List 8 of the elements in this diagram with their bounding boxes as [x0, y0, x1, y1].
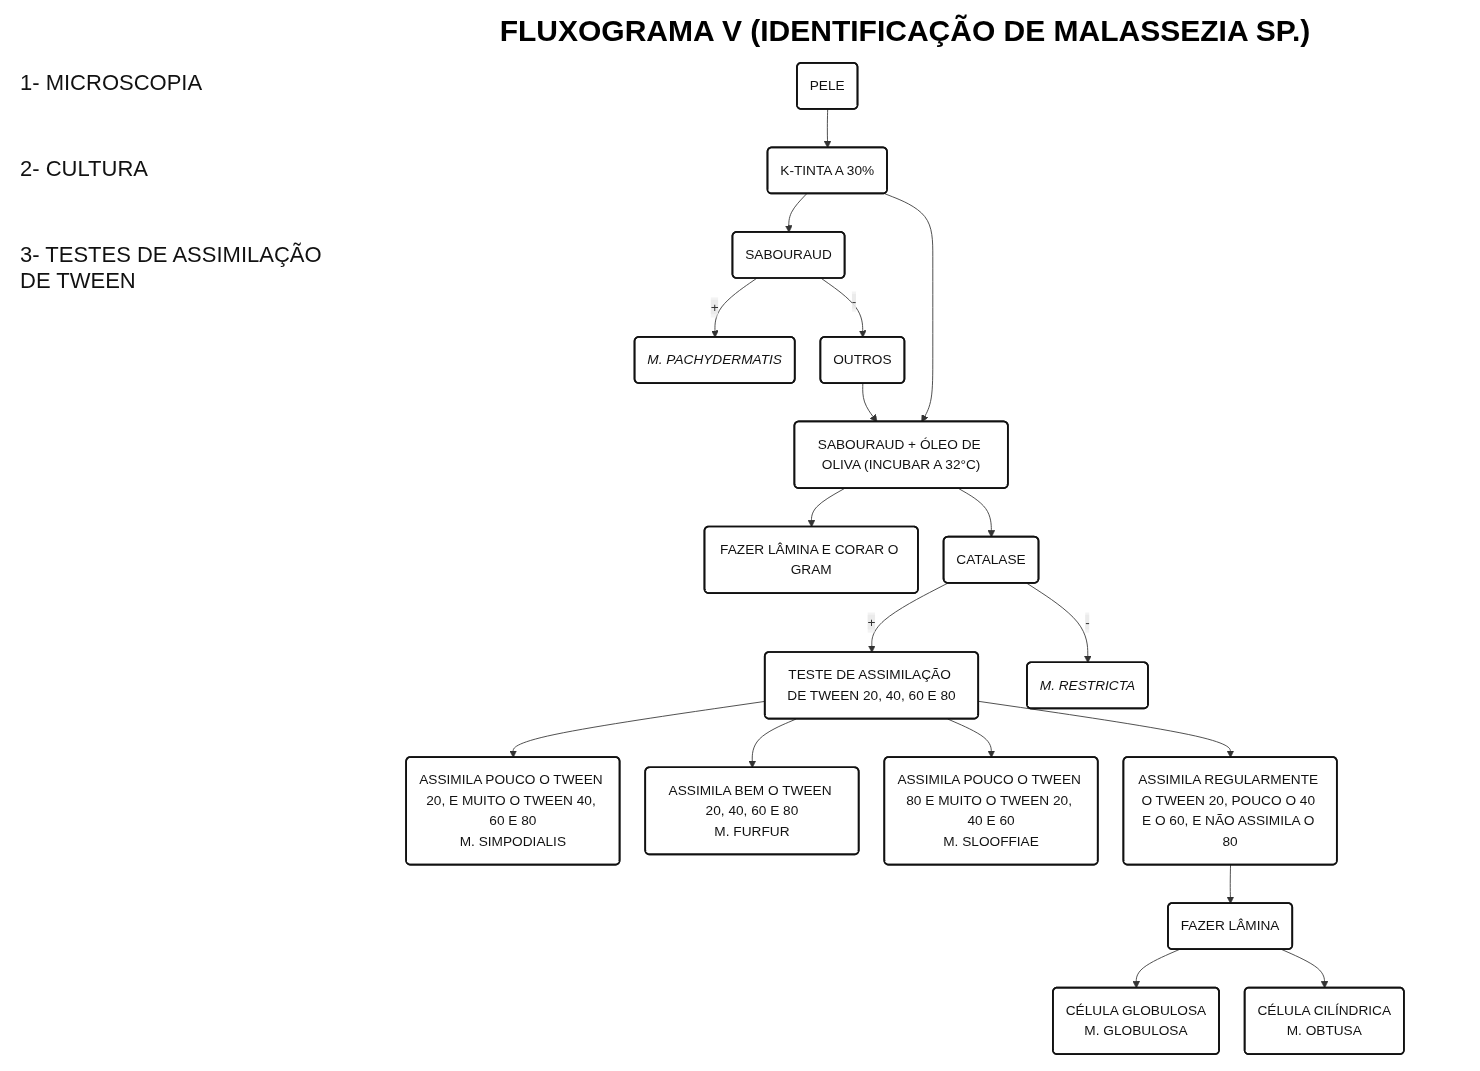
edge-label: +	[710, 299, 719, 315]
section-heading: 1- MICROSCOPIA	[20, 70, 204, 96]
edge-label: -	[851, 293, 857, 309]
diagram-title: FLUXOGRAMA V (IDENTIFICAÇÃO DE MALASSEZIA SP.)	[498, 14, 1312, 48]
edge-label: +	[867, 614, 876, 630]
section-heading: 2- CULTURA	[20, 156, 149, 182]
section-heading: 3- TESTES DE ASSIMILAÇÃO DE TWEEN	[20, 242, 323, 294]
edge-label: -	[1085, 614, 1090, 630]
